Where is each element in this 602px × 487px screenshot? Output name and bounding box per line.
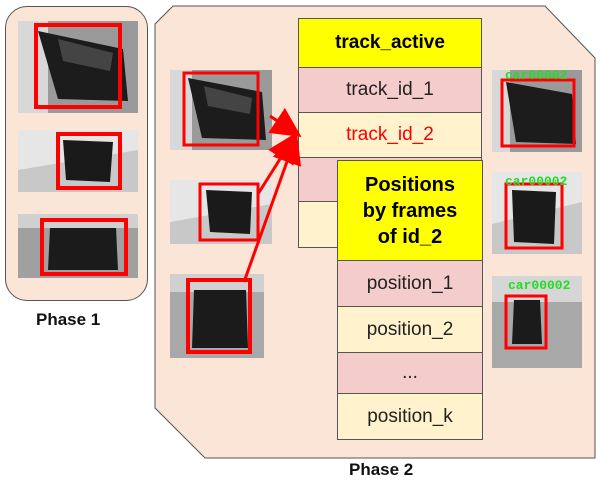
positions-header-line1: Positions (364, 173, 455, 196)
phase2-frame-1 (170, 70, 272, 150)
phase2-detection-1 (492, 70, 582, 152)
phase1-frame-3 (18, 214, 138, 278)
phase2-frame-2 (170, 180, 272, 244)
detection-label-2: car00002 (505, 174, 568, 189)
detection-label-1: car00002 (505, 68, 568, 83)
phase1-label: Phase 1 (36, 310, 101, 329)
position-row-4: position_k (337, 393, 483, 440)
phase2-frame-3 (170, 274, 264, 358)
detection-label-3: car00002 (508, 278, 571, 293)
track-row-1: track_id_1 (298, 67, 482, 113)
track-table-header: track_active (298, 18, 482, 68)
phase2-detection-3 (492, 276, 582, 368)
phase2-label: Phase 2 (349, 460, 414, 479)
track-row-2: track_id_2 (298, 112, 482, 158)
positions-header-line2: by frames (362, 199, 458, 222)
position-row-3: ... (337, 352, 483, 394)
positions-table-header: Positions by frames of id_2 (337, 160, 483, 261)
phase1-frame-1 (18, 21, 138, 113)
position-row-1: position_1 (337, 260, 483, 307)
position-row-2: position_2 (337, 306, 483, 353)
positions-header-line3: of id_2 (377, 225, 443, 248)
phase2-detection-2 (492, 172, 582, 254)
phase1-frame-2 (18, 130, 138, 192)
